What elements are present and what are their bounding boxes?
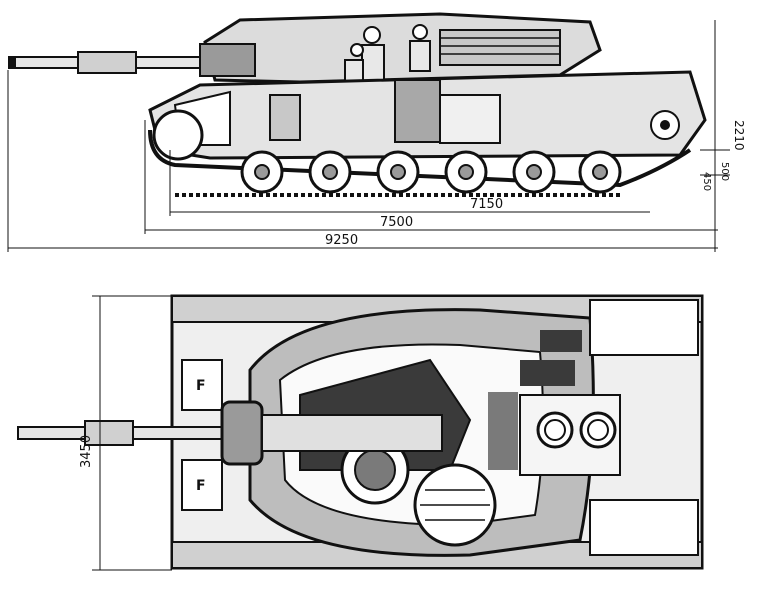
svg-text:F: F (196, 478, 206, 494)
road-wheel-hub (592, 164, 608, 180)
dim-height: 2210 (732, 120, 746, 151)
side-dimension-lines (7, 20, 730, 252)
dim-ground-clearance-b: 450 (701, 172, 712, 191)
road-wheel-hub (254, 164, 270, 180)
dim-track-length: 7150 (470, 197, 503, 212)
side-track (148, 129, 692, 197)
top-dimension-lines (92, 295, 172, 571)
road-wheel-hub (458, 164, 474, 180)
top-engine-deck (488, 299, 699, 556)
dim-width: 3450 (79, 435, 94, 468)
side-road-wheels (152, 109, 622, 194)
side-hull (148, 70, 707, 160)
road-wheel-hub (526, 164, 542, 180)
road-wheel-hub (390, 164, 406, 180)
side-view: 9250 7500 7150 2210 500 450 (7, 12, 746, 252)
dim-hull-length: 7500 (380, 215, 413, 230)
top-front-boxes: F F (181, 359, 223, 511)
dim-overall-length: 9250 (325, 233, 358, 248)
side-gun-barrel (8, 51, 213, 74)
svg-text:F: F (196, 378, 206, 394)
dim-ground-clearance-a: 500 (719, 162, 730, 181)
top-turret (248, 308, 595, 557)
idler-wheel (152, 109, 204, 161)
top-gun-barrel (17, 400, 443, 466)
road-wheel-hub (322, 164, 338, 180)
side-turret (199, 12, 602, 84)
top-view: F F (17, 294, 704, 571)
